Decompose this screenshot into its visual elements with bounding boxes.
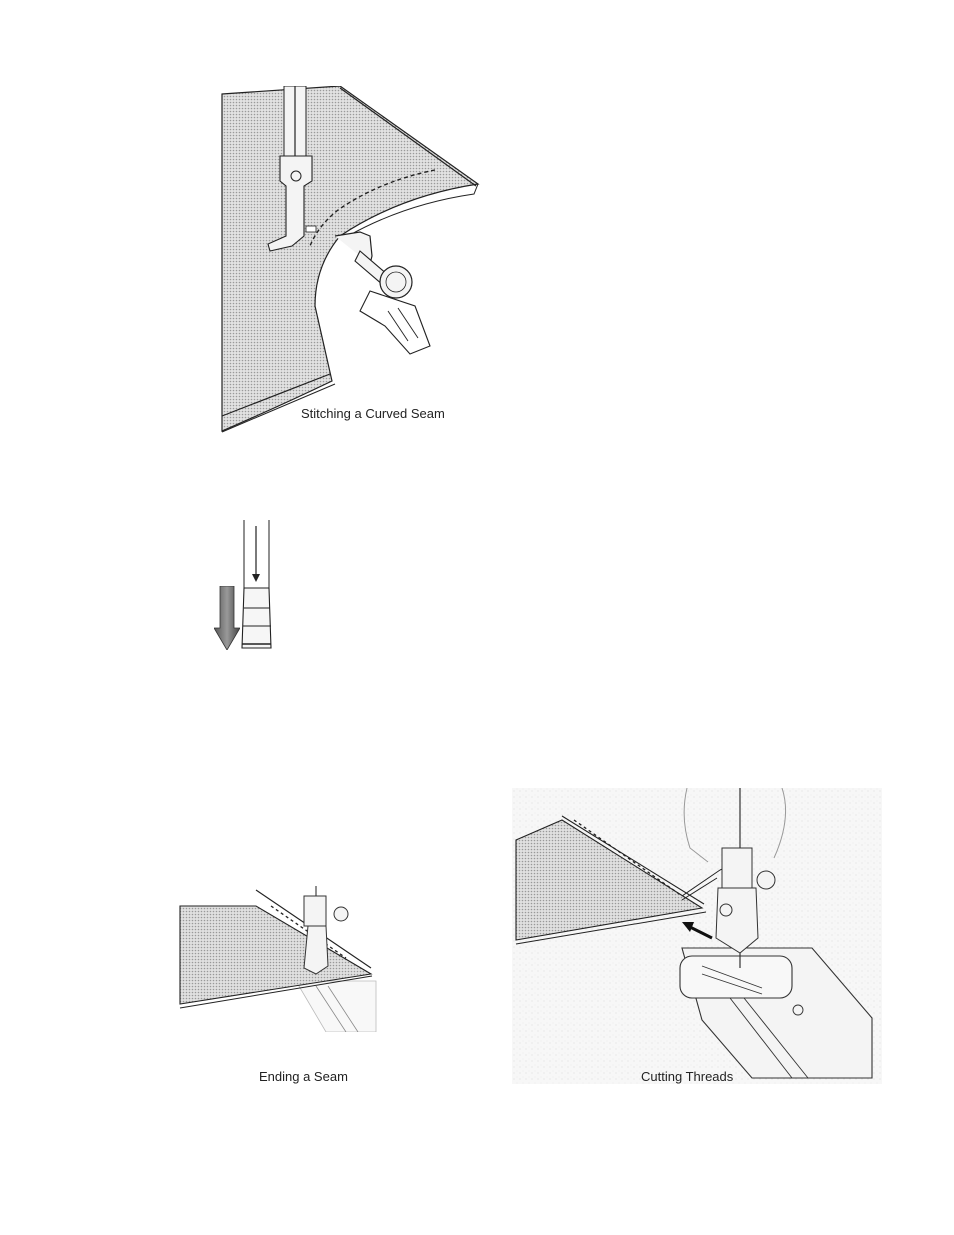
cutting-threads-caption: Cutting Threads [641, 1069, 733, 1084]
curved-seam-caption: Stitching a Curved Seam [301, 406, 445, 421]
curved-seam-illustration [220, 86, 482, 436]
cutting-threads-illustration [512, 788, 882, 1084]
ending-seam-caption: Ending a Seam [259, 1069, 348, 1084]
ending-seam-illustration [176, 886, 380, 1032]
down-arrow-icon [214, 586, 240, 650]
